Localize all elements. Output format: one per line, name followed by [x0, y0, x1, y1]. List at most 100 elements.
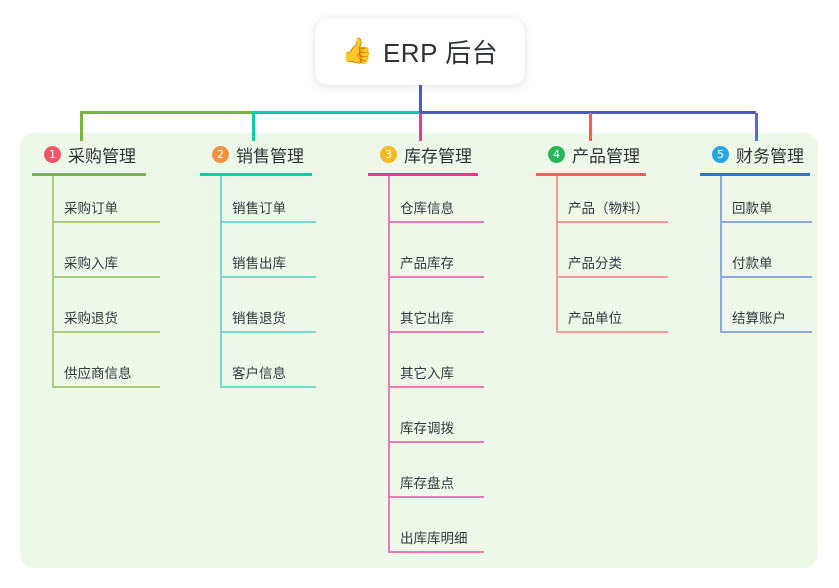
connector-drop-2 [252, 113, 255, 141]
branch-item[interactable]: 其它出库 [368, 286, 484, 341]
root-node[interactable]: 👍 ERP 后台 [315, 18, 525, 85]
branch-number-badge: 4 [548, 145, 565, 163]
branch-item-label: 库存调拨 [400, 421, 454, 436]
branch-item[interactable]: 客户信息 [200, 341, 316, 396]
branch-item[interactable]: 销售出库 [200, 231, 316, 286]
branch-header-rule [32, 173, 146, 176]
branch-header-rule [200, 173, 312, 176]
branch-header-1[interactable]: 1 采购管理 [32, 141, 146, 167]
thumbs-up-icon: 👍 [341, 37, 373, 65]
branch-item[interactable]: 结算账户 [700, 286, 812, 341]
branch-title: 销售管理 [236, 146, 304, 166]
branch-item-rule [220, 276, 316, 278]
branch-title: 库存管理 [404, 146, 472, 166]
branch-item-rule [52, 386, 160, 388]
branch-header-2[interactable]: 2 销售管理 [200, 141, 312, 167]
branch-item[interactable]: 出库库明细 [368, 506, 484, 561]
branch-item-label: 产品库存 [400, 256, 454, 271]
branch-item-rule [720, 221, 812, 223]
branch-item-rule [388, 441, 484, 443]
branch-spine [556, 176, 558, 333]
branch-item-label: 采购订单 [64, 201, 118, 216]
branch-item-label: 回款单 [732, 201, 773, 216]
branch-item-rule [52, 221, 160, 223]
branch-item-label: 仓库信息 [400, 201, 454, 216]
branch-item-rule [220, 221, 316, 223]
connector-drop-5 [755, 113, 758, 141]
branch-item-label: 销售退货 [232, 311, 286, 326]
branch-spine [720, 176, 722, 333]
branch-item-rule [220, 331, 316, 333]
branch-item[interactable]: 产品库存 [368, 231, 484, 286]
branch-item-rule [388, 331, 484, 333]
branch-title: 财务管理 [736, 146, 804, 166]
branch-number-badge: 3 [380, 145, 397, 163]
branch-item[interactable]: 产品（物料） [536, 176, 668, 231]
branch-item[interactable]: 产品单位 [536, 286, 668, 341]
branch-header-rule [536, 173, 646, 176]
branch-item-rule [52, 276, 160, 278]
branch-items: 仓库信息产品库存其它出库其它入库库存调拨库存盘点出库库明细 [368, 176, 484, 561]
branch-item-rule [388, 221, 484, 223]
branch-item[interactable]: 供应商信息 [32, 341, 160, 396]
connector-drop-1 [80, 113, 83, 141]
branch-item-rule [556, 221, 668, 223]
branch-item-rule [556, 331, 668, 333]
branch-number-badge: 2 [212, 145, 229, 163]
branch-item-label: 付款单 [732, 256, 773, 271]
branch-item[interactable]: 采购入库 [32, 231, 160, 286]
branch-item[interactable]: 销售订单 [200, 176, 316, 231]
branch-items: 回款单付款单结算账户 [700, 176, 812, 341]
branch-item[interactable]: 仓库信息 [368, 176, 484, 231]
branch-item-rule [388, 496, 484, 498]
branch-item-rule [388, 276, 484, 278]
branch-item-label: 客户信息 [232, 366, 286, 381]
branch-item-label: 供应商信息 [64, 366, 132, 381]
branch-items: 产品（物料） 产品分类产品单位 [536, 176, 668, 341]
branch-item[interactable]: 库存盘点 [368, 451, 484, 506]
branch-item-label: 产品分类 [568, 256, 622, 271]
branch-header-rule [700, 173, 810, 176]
branch-header-3[interactable]: 3 库存管理 [368, 141, 478, 167]
branch-item-label: 销售出库 [232, 256, 286, 271]
branch-item-rule [388, 551, 484, 553]
branch-item-rule [720, 331, 812, 333]
branch-item-label: 采购入库 [64, 256, 118, 271]
branch-item[interactable]: 采购订单 [32, 176, 160, 231]
branch-item-label: 产品单位 [568, 311, 622, 326]
branch-item-label: 其它出库 [400, 311, 454, 326]
branch-item[interactable]: 采购退货 [32, 286, 160, 341]
branch-item-label: 结算账户 [732, 311, 786, 326]
branch-column-2: 2 销售管理销售订单销售出库销售退货客户信息 [200, 141, 316, 396]
branch-item[interactable]: 库存调拨 [368, 396, 484, 451]
branch-item[interactable]: 其它入库 [368, 341, 484, 396]
branch-column-3: 3 库存管理仓库信息产品库存其它出库其它入库库存调拨库存盘点出库库明细 [368, 141, 484, 561]
branch-item-rule [52, 331, 160, 333]
branch-item-label: 销售订单 [232, 201, 286, 216]
connector-bar-segment-2 [252, 111, 419, 114]
root-title: ERP 后台 [382, 38, 499, 68]
branch-number-badge: 1 [44, 145, 61, 163]
branch-item[interactable]: 产品分类 [536, 231, 668, 286]
branch-item-label: 库存盘点 [400, 476, 454, 491]
branch-item-rule [720, 276, 812, 278]
branch-item-rule [220, 386, 316, 388]
connector-bar-segment-1 [80, 111, 252, 114]
branch-spine [52, 176, 54, 388]
branch-item[interactable]: 销售退货 [200, 286, 316, 341]
branch-spine [388, 176, 390, 553]
branch-item[interactable]: 回款单 [700, 176, 812, 231]
branch-item-label: 产品（物料） [568, 201, 649, 216]
branch-item-label: 其它入库 [400, 366, 454, 381]
branch-item-rule [556, 276, 668, 278]
branch-title: 采购管理 [68, 146, 136, 166]
connector-drop-3 [419, 113, 422, 141]
branch-items: 销售订单销售出库销售退货客户信息 [200, 176, 316, 396]
branch-item[interactable]: 付款单 [700, 231, 812, 286]
branch-header-rule [368, 173, 478, 176]
branch-spine [220, 176, 222, 388]
